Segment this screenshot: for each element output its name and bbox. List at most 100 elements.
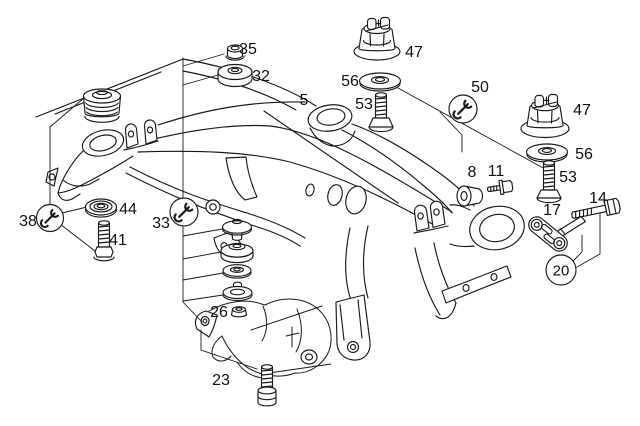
rear-bracket-hole-bore bbox=[349, 343, 357, 351]
bracket-hole bbox=[490, 273, 498, 281]
part-label-5: 5 bbox=[300, 92, 309, 109]
torque-symbol-50 bbox=[448, 94, 478, 124]
part-mount-47-right bbox=[520, 93, 570, 139]
part-label-33: 33 bbox=[152, 215, 170, 232]
part-label-56-top: 56 bbox=[341, 73, 359, 90]
ring-joint bbox=[449, 243, 475, 248]
part-washer-56-top bbox=[358, 72, 402, 92]
part-label-53-right: 53 bbox=[559, 169, 577, 186]
beam-edge bbox=[263, 110, 399, 204]
right-ear-hole bbox=[417, 212, 424, 220]
leader-line bbox=[182, 53, 225, 67]
leader-line bbox=[576, 211, 601, 268]
leader-line bbox=[182, 228, 224, 302]
diff-center-marks bbox=[285, 326, 300, 348]
part-label-41: 41 bbox=[109, 232, 127, 249]
part-washer-44 bbox=[84, 198, 118, 218]
part-bolt-14 bbox=[571, 197, 621, 219]
part-label-47-right: 47 bbox=[573, 102, 591, 119]
diff-ear-hole-bore bbox=[202, 318, 208, 324]
rail-edge bbox=[129, 166, 306, 239]
left-arm-hook bbox=[57, 192, 81, 201]
eyelet bbox=[205, 199, 221, 215]
diff-rib bbox=[295, 308, 302, 353]
deck-edge bbox=[35, 58, 184, 118]
part-label-20: 20 bbox=[553, 263, 570, 280]
rear-bracket-hole bbox=[346, 340, 360, 354]
diff-construction-lines bbox=[250, 305, 332, 374]
leader-lines bbox=[49, 53, 601, 370]
top-mount-ring bbox=[307, 104, 353, 132]
callout-circle-20: 20 bbox=[545, 254, 577, 286]
torque-symbol-33 bbox=[169, 197, 199, 227]
deck-edge bbox=[182, 70, 297, 111]
torque-symbol-38 bbox=[35, 203, 65, 233]
part-label-35: 35 bbox=[239, 41, 257, 58]
top-mount-ring-bore bbox=[316, 108, 346, 126]
leader-line bbox=[182, 301, 203, 323]
left-ear-base bbox=[123, 140, 159, 151]
deck-edge bbox=[182, 58, 317, 107]
part-label-56-right: 56 bbox=[575, 146, 593, 163]
bracket-hole bbox=[462, 284, 470, 292]
leg-foot bbox=[435, 302, 457, 320]
web-hole bbox=[327, 184, 343, 206]
installed-mount bbox=[82, 88, 122, 123]
leader-line bbox=[59, 206, 96, 252]
part-label-26: 26 bbox=[210, 304, 228, 321]
part-nut-26 bbox=[230, 306, 248, 318]
leg bbox=[345, 227, 353, 304]
wrench-icon bbox=[39, 209, 59, 229]
part-stack-item-2 bbox=[220, 242, 254, 264]
part-bolt-53-right bbox=[536, 160, 562, 204]
part-bolt-41 bbox=[93, 220, 115, 262]
left-ear bbox=[124, 123, 139, 149]
beam-edge bbox=[341, 129, 453, 214]
part-label-32: 32 bbox=[252, 68, 270, 85]
part-mount-47-top bbox=[353, 16, 401, 61]
beam-edge bbox=[149, 124, 453, 213]
part-label-53-top: 53 bbox=[355, 96, 373, 113]
left-ear-hole bbox=[127, 130, 135, 138]
right-mount-ring bbox=[469, 205, 525, 251]
ring-joint bbox=[449, 204, 471, 211]
part-label-38: 38 bbox=[19, 213, 37, 230]
wrench-icon bbox=[452, 99, 473, 120]
diff-boss bbox=[300, 349, 318, 365]
leader-line bbox=[182, 74, 219, 86]
web-hole bbox=[305, 183, 315, 197]
part-lock-plate-20 bbox=[528, 216, 568, 252]
beam-edge bbox=[351, 123, 475, 207]
right-mount-ring-bore bbox=[479, 213, 515, 243]
leader-line bbox=[397, 87, 546, 170]
right-ear bbox=[413, 204, 430, 232]
part-label-23: 23 bbox=[212, 372, 230, 389]
differential-housing bbox=[194, 298, 332, 379]
leader-line bbox=[572, 234, 583, 262]
part-label-47-top: 47 bbox=[405, 44, 423, 61]
left-tab-hole bbox=[48, 173, 56, 181]
diff-rib bbox=[261, 305, 268, 342]
beam-edge bbox=[137, 150, 437, 227]
rear-bracket bbox=[335, 294, 371, 361]
part-label-44: 44 bbox=[119, 201, 137, 218]
left-ear bbox=[143, 119, 158, 145]
part-bolt-11 bbox=[486, 179, 514, 196]
part-label-14: 14 bbox=[589, 190, 607, 207]
leg bbox=[414, 247, 441, 316]
left-mount-ring bbox=[81, 129, 125, 157]
part-washer-56-right bbox=[525, 143, 569, 163]
part-bushing-8 bbox=[456, 185, 484, 207]
part-label-50: 50 bbox=[471, 79, 489, 96]
part-stack-item-4 bbox=[222, 281, 253, 302]
beam-edge bbox=[157, 101, 306, 126]
part-mount-32 bbox=[217, 63, 253, 88]
left-mount-ring-bore bbox=[89, 134, 117, 152]
left-ear-hole bbox=[146, 126, 154, 134]
part-label-11: 11 bbox=[488, 163, 505, 180]
part-stack-item-1 bbox=[221, 218, 253, 241]
rear-bracket-lines bbox=[339, 299, 363, 341]
part-bolt-23 bbox=[257, 364, 277, 407]
part-label-8: 8 bbox=[468, 164, 477, 181]
